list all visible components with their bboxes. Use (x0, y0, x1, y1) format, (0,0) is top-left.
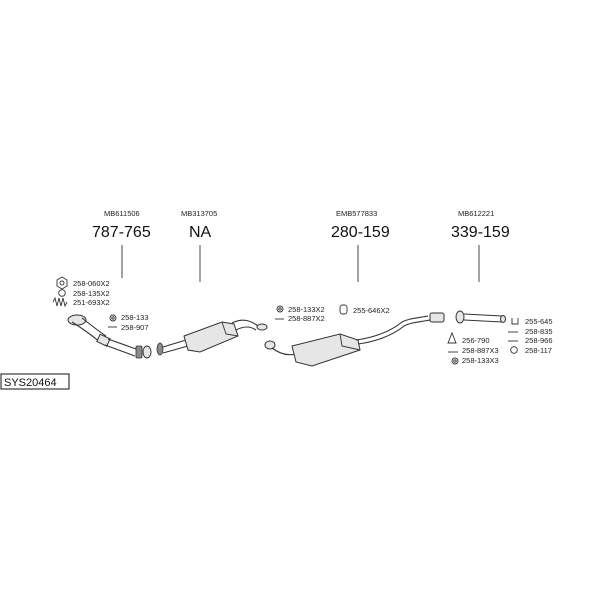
tailpipe-tip (500, 315, 506, 323)
pipe-flange (156, 342, 164, 356)
pipe-end (429, 312, 445, 323)
pipe-segment (162, 339, 187, 348)
system-id-frame (0, 373, 70, 390)
part-number[interactable]: 251-693X2 (73, 298, 110, 307)
tailpipe-flange (455, 310, 465, 324)
part-number[interactable]: 255-645 (525, 317, 553, 326)
part-number[interactable]: 258-060X2 (73, 279, 110, 288)
ring-icon-inner (453, 359, 457, 363)
pipe-segment (463, 319, 503, 323)
gasket-icon (447, 331, 457, 344)
flex-joint (142, 345, 152, 359)
tailpipe[interactable] (455, 310, 506, 324)
nut-icon (56, 276, 68, 290)
part-number[interactable]: 258-133X2 (288, 305, 325, 314)
ring-icon (109, 314, 117, 322)
ring-icon-inner (111, 316, 115, 320)
inlet-flange (264, 340, 276, 350)
ring-icon (58, 289, 66, 297)
system-id-box: SYS20464 (0, 373, 70, 390)
center-silencer (183, 321, 239, 353)
pipe-segment (231, 319, 259, 327)
section-tailpipe[interactable]: MB612221 339-159 (451, 209, 510, 282)
section-ref: MB612221 (458, 209, 494, 218)
part-number[interactable]: 255-646X2 (353, 306, 390, 315)
intermediate-pipe[interactable] (156, 319, 268, 356)
ring-icon (510, 346, 518, 354)
part-group-1: 258-060X2 258-135X2 251-693X2 (52, 276, 110, 308)
pipe-segment (81, 317, 107, 337)
silencer-edge (221, 321, 239, 337)
ring-icon (276, 305, 284, 313)
rear-silencer[interactable] (264, 312, 445, 367)
pipe-segment (162, 345, 189, 354)
pipe-segment (357, 319, 431, 345)
section-ref: MB313705 (181, 209, 217, 218)
hanger-icon (511, 318, 519, 325)
pipe-segment (71, 321, 101, 343)
pipe-flange (135, 345, 143, 359)
ring-icon-inner (278, 307, 282, 311)
section-number: 280-159 (331, 224, 390, 241)
nut-icon-hole (59, 280, 65, 286)
part-number[interactable]: 258-907 (121, 323, 149, 332)
spring-icon (52, 296, 68, 308)
silencer-edge (339, 333, 361, 351)
part-number[interactable]: 258-135X2 (73, 289, 110, 298)
part-number[interactable]: 258-835 (525, 327, 553, 336)
pipe-bend (96, 333, 111, 347)
front-pipe[interactable] (67, 314, 152, 359)
part-number[interactable]: 258-966 (525, 336, 553, 345)
system-id: SYS20464 (4, 377, 57, 389)
part-number[interactable]: 258-117 (525, 346, 552, 355)
part-group-3: 258-133X2 258-887X2 (275, 305, 325, 323)
part-group-5: 255-645 258-835 258-966 258-117 (508, 317, 553, 355)
section-front-pipe[interactable]: MB611506 787-765 (92, 209, 151, 278)
pipe-segment (463, 313, 503, 317)
section-intermediate[interactable]: MB313705 NA (181, 209, 217, 282)
section-ref: EMB577833 (336, 209, 377, 218)
pipe-segment (355, 315, 429, 341)
part-number[interactable]: 258-133X3 (462, 356, 499, 365)
pipe-segment (235, 326, 257, 331)
ring-icon (451, 357, 459, 365)
section-number: 787-765 (92, 224, 151, 241)
pipe-outlet (256, 323, 268, 331)
section-ref: MB611506 (104, 209, 140, 218)
part-number[interactable]: 258-887X3 (462, 346, 499, 355)
part-number[interactable]: 258-133 (121, 313, 149, 322)
clamp-icon (339, 304, 348, 315)
part-group-2: 258-133 258-907 (108, 313, 149, 332)
part-group-4: 255-646X2 (339, 304, 390, 315)
section-rear-silencer[interactable]: EMB577833 280-159 (331, 209, 390, 282)
section-number: 339-159 (451, 224, 510, 241)
rear-silencer-body (291, 333, 361, 367)
pipe-segment (107, 338, 137, 350)
section-number: NA (189, 224, 212, 241)
pipe-segment (104, 344, 136, 357)
part-number[interactable]: 256-790 (462, 336, 490, 345)
part-number[interactable]: 258-887X2 (288, 314, 325, 323)
manifold-flange (67, 314, 87, 326)
part-group-6: 256-790 258-887X3 258-133X3 (447, 331, 499, 365)
